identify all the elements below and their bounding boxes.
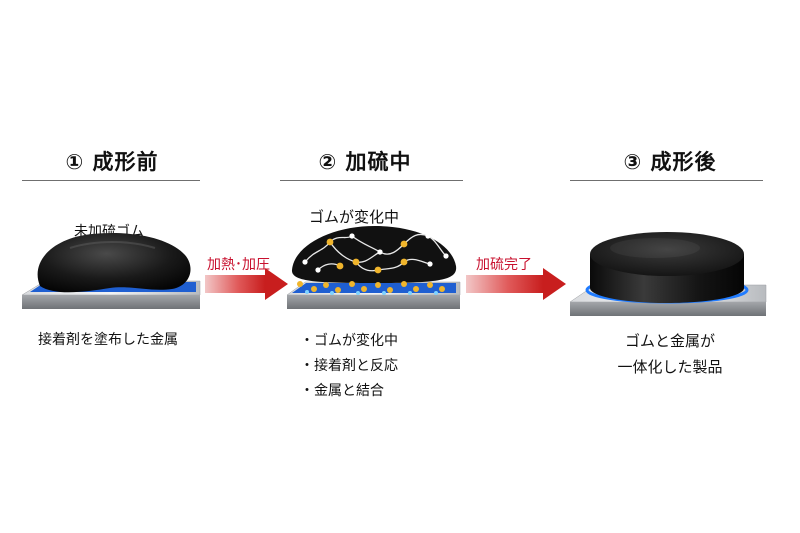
step-2-metal-side — [287, 295, 460, 309]
step-3-figure — [569, 232, 767, 316]
arrow-1 — [205, 268, 288, 300]
step-3-metal-side — [570, 302, 766, 316]
arrow-2 — [466, 268, 566, 300]
step-3-title: ③ 成形後 — [623, 150, 717, 174]
step-1-rule — [22, 180, 200, 181]
bullet-text: 金属と結合 — [314, 383, 384, 399]
step-2-crosslinks-white — [302, 233, 449, 273]
bullet-text: ゴムが変化中 — [314, 333, 398, 349]
arrow-2-label: 加硫完了 — [476, 257, 532, 273]
step-3-disk-top — [590, 232, 744, 276]
step-1-rubber — [37, 232, 191, 293]
step-2-adhesive-dots — [305, 290, 438, 295]
step-1-bottom-caption: 接着剤を塗布した金属 — [38, 332, 178, 348]
bullet-item: ・ゴムが変化中 — [300, 329, 398, 354]
bullet-mark: ・ — [300, 383, 314, 399]
step-2-adhesive-particles — [297, 281, 445, 293]
step-3-bottom-caption-line-1: ゴムと金属が — [624, 332, 715, 350]
step-2-rubber — [291, 226, 457, 283]
arrow-1-label: 加熱･加圧 — [207, 257, 270, 273]
step-1-metal-side — [22, 295, 200, 309]
step-1-figure — [21, 232, 201, 309]
step-2-bullet-list: ・ゴムが変化中 ・接着剤と反応 ・金属と結合 — [300, 329, 398, 404]
bullet-text: 接着剤と反応 — [314, 358, 398, 374]
step-3-rule — [570, 180, 763, 181]
step-2-title: ② 加硫中 — [318, 150, 412, 174]
bullet-item: ・金属と結合 — [300, 379, 398, 404]
step-2-figure — [286, 226, 461, 309]
step-2-crosslinks-yellow — [326, 238, 408, 274]
bullet-mark: ・ — [300, 333, 314, 349]
step-1-title: ① 成形前 — [65, 150, 159, 174]
bullet-item: ・接着剤と反応 — [300, 354, 398, 379]
step-2-top-caption: ゴムが変化中 — [309, 208, 400, 226]
step-2-rule — [280, 180, 463, 181]
step-3-bottom-caption-line-2: 一体化した製品 — [617, 358, 723, 376]
bullet-mark: ・ — [300, 358, 314, 374]
